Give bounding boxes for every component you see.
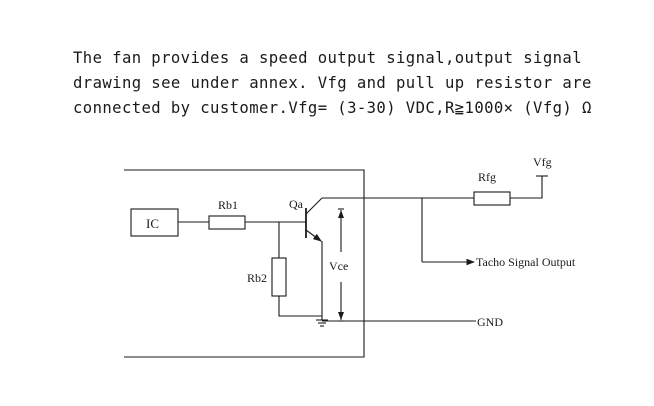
rb2-label: Rb2 (247, 271, 267, 285)
description-line-3: connected by customer.Vfg= (3-30) VDC,R≧… (73, 99, 592, 117)
transistor-emitter (305, 229, 322, 242)
module-boundary (124, 169, 365, 358)
wire-rb2-gnd (278, 296, 322, 317)
rfg-resistor (473, 191, 511, 206)
wire-rfg-vfg (510, 176, 543, 199)
rb1-resistor (208, 215, 246, 230)
ic-label: IC (146, 216, 159, 231)
gnd-label: GND (477, 315, 503, 329)
transistor-collector (305, 197, 323, 215)
tacho-label: Tacho Signal Output (476, 255, 576, 269)
rb1-label: Rb1 (218, 198, 238, 212)
qa-label: Qa (289, 197, 304, 211)
description-line-1: The fan provides a speed output signal,o… (73, 49, 582, 67)
description-line-2: drawing see under annex. Vfg and pull up… (73, 74, 592, 92)
description-text: The fan provides a speed output signal,o… (73, 46, 633, 121)
ground-icon (316, 319, 328, 327)
vfg-label: Vfg (533, 155, 552, 169)
vce-label: Vce (329, 259, 348, 273)
rb2-resistor (271, 257, 287, 297)
rfg-label: Rfg (478, 170, 496, 184)
